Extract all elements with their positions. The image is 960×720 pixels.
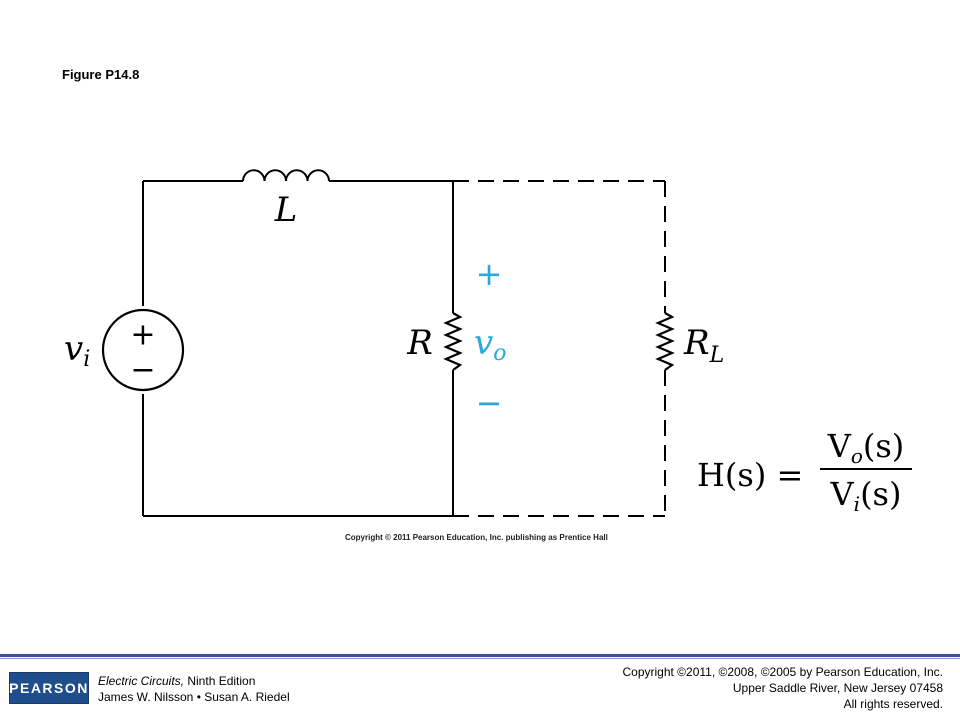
- copyright-line-2: Upper Saddle River, New Jersey 07458: [732, 681, 943, 695]
- footer-rule: [0, 654, 960, 657]
- load-resistor-label: RL: [683, 323, 724, 368]
- book-authors: James W. Nilsson • Susan A. Riedel: [98, 690, 290, 704]
- load-dashed-wires: [453, 180, 666, 517]
- den-arg: (s): [860, 475, 901, 513]
- num-arg: (s): [863, 427, 904, 465]
- pearson-logo: PEARSON: [9, 672, 89, 704]
- transfer-denominator: Vi(s): [830, 475, 902, 516]
- output-label-sub: o: [493, 341, 506, 366]
- load-label-main: R: [683, 323, 710, 363]
- den-sub: i: [854, 492, 860, 516]
- logo-text: PEARSON: [9, 680, 89, 696]
- book-title: Electric Circuits,: [98, 674, 185, 688]
- footer-rule-thin: [0, 658, 960, 659]
- figure-title: Figure P14.8: [62, 67, 140, 82]
- copyright-line-1: Copyright ©2011, ©2008, ©2005 by Pearson…: [622, 665, 943, 679]
- publisher-copyright: Copyright ©2011, ©2008, ©2005 by Pearson…: [622, 664, 943, 712]
- den-main: V: [830, 475, 855, 513]
- num-sub: o: [851, 444, 863, 468]
- source-label-sub: i: [83, 347, 90, 372]
- copyright-line-3: All rights reserved.: [843, 697, 943, 711]
- inductor-symbol: [242, 169, 330, 182]
- output-voltage-label: vo: [474, 323, 506, 366]
- book-title-line: Electric Circuits, Ninth Edition: [98, 673, 290, 689]
- source-label-main: v: [64, 329, 83, 369]
- load-label-sub: L: [709, 343, 725, 368]
- resistor-symbol: [443, 312, 463, 371]
- circuit-wires: [142, 180, 454, 517]
- resistor-label: R: [406, 323, 433, 363]
- transfer-function: H(s) = Vo(s) Vi(s): [697, 427, 912, 516]
- book-edition: Ninth Edition: [184, 674, 256, 688]
- circuit-copyright: Copyright © 2011 Pearson Education, Inc.…: [345, 533, 608, 542]
- transfer-numerator: Vo(s): [827, 427, 905, 468]
- transfer-lhs: H(s) =: [697, 456, 803, 494]
- output-minus-sign: −: [476, 384, 503, 422]
- num-main: V: [827, 427, 852, 465]
- source-minus-sign: −: [130, 353, 155, 388]
- voltage-source-symbol: [101, 308, 185, 392]
- source-label: vi: [64, 329, 90, 372]
- inductor-label: L: [274, 190, 298, 230]
- output-label-main: v: [474, 323, 493, 363]
- source-plus-sign: +: [130, 318, 155, 353]
- load-resistor-symbol: [655, 312, 675, 371]
- output-plus-sign: +: [476, 255, 503, 293]
- book-info: Electric Circuits, Ninth Edition James W…: [98, 673, 290, 705]
- circuit-diagram: + − L R vi RL + vo − H(s) = Vo(s) Vi(s): [64, 169, 912, 517]
- output-voltage: + vo −: [474, 255, 506, 422]
